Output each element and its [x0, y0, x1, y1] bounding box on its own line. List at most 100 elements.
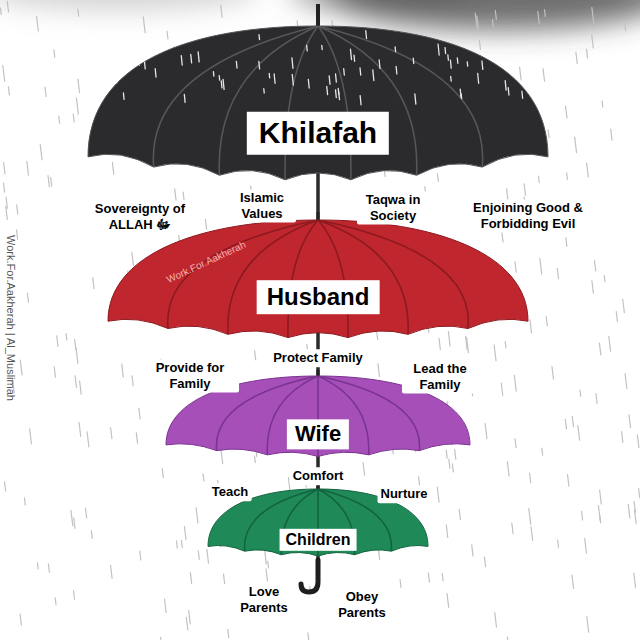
rain-drop	[492, 20, 494, 27]
rain-splash	[338, 88, 340, 94]
rain-drop	[122, 364, 124, 377]
role-label: Enjoining Good & Forbidding Evil	[459, 199, 597, 232]
rain-drop	[30, 429, 32, 444]
rain-drop	[111, 565, 113, 578]
rain-drop	[452, 464, 454, 472]
rain-drop	[543, 69, 544, 81]
rain-drop	[447, 594, 449, 608]
role-label: Taqwa in Society	[357, 191, 429, 224]
rain-drop	[455, 450, 456, 460]
rain-splash	[359, 68, 361, 75]
rain-drop	[515, 439, 516, 448]
rain-drop	[4, 183, 5, 192]
rain-splash	[258, 35, 260, 40]
umbrella-label: Husband	[257, 281, 380, 315]
rain-drop	[74, 518, 75, 528]
rain-drop	[57, 336, 58, 346]
rain-drop	[515, 262, 516, 272]
rain-drop	[505, 342, 507, 348]
rain-drop	[27, 293, 28, 302]
rain-drop	[132, 376, 133, 386]
rain-splash	[460, 89, 462, 97]
rain-drop	[175, 189, 176, 201]
rain-splash	[326, 86, 328, 94]
rain-splash	[508, 88, 510, 95]
rain-drop	[530, 473, 531, 482]
rain-drop	[265, 551, 267, 564]
rain-splash	[292, 74, 293, 85]
rain-splash	[353, 55, 355, 61]
rain-splash	[335, 90, 337, 98]
rain-splash	[130, 46, 132, 56]
rain-splash	[335, 74, 337, 82]
rain-drop	[604, 276, 606, 282]
role-label: Protect Family	[270, 349, 366, 367]
rain-drop	[111, 428, 112, 439]
rain-drop	[400, 580, 402, 588]
canopy-rib	[318, 26, 351, 180]
role-label: Nurture	[378, 485, 431, 503]
rain-drop	[592, 35, 594, 48]
rain-drop	[639, 489, 640, 498]
rain-drop	[58, 116, 60, 123]
rain-drop	[184, 526, 186, 539]
rain-drop	[557, 540, 559, 547]
rain-drop	[622, 432, 623, 443]
rain-drop	[596, 394, 597, 404]
role-label: Lead the Family	[402, 360, 478, 393]
rain-drop	[161, 637, 163, 640]
rain-drop	[557, 268, 558, 278]
rain-drop	[587, 617, 589, 633]
rain-drop	[202, 474, 204, 481]
rain-drop	[616, 312, 617, 322]
rain-drop	[566, 173, 568, 179]
rain-drop	[541, 448, 543, 455]
rain-drop	[254, 456, 256, 462]
role-label: Islamic Values	[228, 189, 296, 222]
canopy-rib	[318, 220, 348, 338]
rain-splash	[438, 44, 439, 55]
umbrella-shape	[88, 4, 548, 200]
rain-drop	[582, 511, 583, 520]
rain-splash	[263, 89, 265, 93]
role-label: Teach	[209, 483, 252, 501]
rain-drop	[625, 374, 627, 389]
rain-drop	[221, 5, 222, 17]
rain-splash	[350, 49, 351, 60]
rain-drop	[4, 163, 5, 174]
rain-drop	[139, 408, 140, 419]
rain-splash	[144, 60, 146, 69]
umbrella-tip	[316, 4, 320, 28]
rain-drop	[54, 367, 55, 377]
rain-drop	[93, 278, 94, 289]
rain-splash	[110, 71, 112, 78]
rain-drop	[189, 611, 191, 624]
rain-drop	[186, 617, 187, 629]
rain-drop	[176, 541, 178, 548]
rain-drop	[140, 551, 141, 560]
rain-drop	[76, 348, 78, 364]
rain-drop	[592, 8, 594, 24]
rain-splash	[343, 69, 345, 75]
canopy-fabric	[108, 220, 528, 338]
rain-drop	[37, 17, 39, 31]
watermark: Work.For.Aakherah | Al_Muslimah	[5, 235, 17, 401]
rain-drop	[75, 376, 76, 388]
rain-splash	[258, 61, 260, 69]
rain-drop	[600, 490, 602, 504]
rain-drop	[24, 498, 26, 505]
rain-drop	[48, 564, 50, 572]
rain-splash	[273, 74, 275, 83]
rain-drop	[20, 360, 22, 375]
rain-splash	[138, 32, 140, 37]
rain-splash	[450, 76, 452, 81]
rain-drop	[467, 338, 469, 353]
rain-drop	[181, 540, 183, 547]
rain-splash	[223, 79, 224, 89]
rain-drop	[166, 31, 168, 39]
rain-drop	[437, 487, 439, 502]
rain-drop	[531, 527, 533, 541]
rain-drop	[485, 423, 487, 438]
rain-drop	[379, 550, 380, 559]
role-label: Obey Parents	[329, 588, 395, 621]
